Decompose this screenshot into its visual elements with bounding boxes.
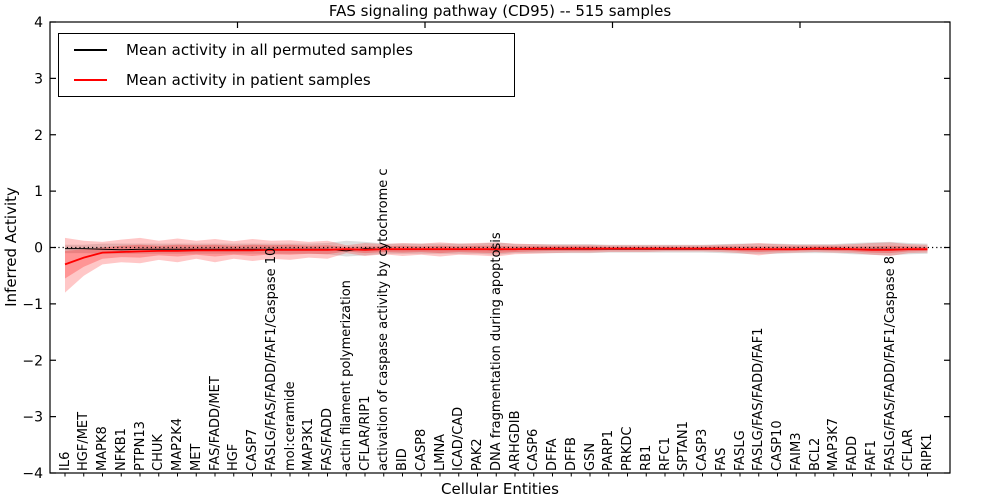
y-tick-label: −3 <box>22 410 43 426</box>
y-tick-label: −4 <box>22 466 43 482</box>
x-tick-label: MAP2K4 <box>170 417 185 471</box>
x-tick-label: RIPK1 <box>920 433 935 471</box>
legend-permuted-line-icon <box>74 49 107 51</box>
y-tick-label: −1 <box>22 297 43 313</box>
x-tick-label: FASLG/FAS/FADD/FAF1 <box>751 327 767 471</box>
legend: Mean activity in all permuted samples Me… <box>58 33 515 97</box>
patient-mean-line <box>64 247 928 266</box>
chart-title: FAS signaling pathway (CD95) -- 515 samp… <box>328 2 672 20</box>
x-tick-label: CASP6 <box>526 428 542 471</box>
x-tick-label: mol:ceramide <box>282 381 298 471</box>
x-tick-label: PTPN13 <box>132 421 148 471</box>
x-tick-label: RB1 <box>638 444 654 471</box>
x-tick-label: GSN <box>582 442 598 471</box>
x-tick-label: BID <box>395 448 410 471</box>
x-tick-label: FAF1 <box>863 440 879 471</box>
x-tick-label: MAP3K7 <box>826 417 842 471</box>
legend-item: Mean activity in patient samples <box>59 66 514 94</box>
x-tick-label: CFLAR/RIP1 <box>357 395 373 471</box>
x-tick-label: FAS/FADD/MET <box>207 376 223 471</box>
x-tick-label: MAPK8 <box>95 426 110 471</box>
legend-item-label: Mean activity in patient samples <box>126 71 371 89</box>
x-tick-label: HGF <box>226 443 242 471</box>
x-tick-label: FASLG/FAS/FADD/FAF1/Caspase 10 <box>263 247 279 471</box>
x-tick-label: SPTAN1 <box>676 421 692 471</box>
y-tick-label: 1 <box>34 184 43 200</box>
y-tick-label: −2 <box>22 353 43 369</box>
x-tick-label: FAIM3 <box>788 432 804 472</box>
x-tick-label: BCL2 <box>807 437 823 471</box>
x-tick-label: FADD <box>845 435 860 471</box>
x-tick-label: CASP3 <box>695 428 710 471</box>
x-tick-label: actin filament polymerization <box>338 280 354 471</box>
x-tick-label: ARHGDIB <box>507 410 523 471</box>
legend-item: Mean activity in all permuted samples <box>59 36 514 64</box>
x-tick-label: CASP7 <box>245 428 260 471</box>
patient-band-inner <box>65 244 928 279</box>
legend-item-label: Mean activity in all permuted samples <box>126 41 413 59</box>
y-tick-label: 0 <box>34 241 43 257</box>
x-tick-label: CASP8 <box>413 428 429 471</box>
x-tick-label: FAS <box>713 447 729 471</box>
x-tick-label: FASLG <box>732 430 748 471</box>
x-tick-label: MET <box>188 443 204 471</box>
x-tick-label: CASP10 <box>770 420 785 471</box>
x-tick-label: CFLAR <box>901 428 917 471</box>
x-tick-label: DFFB <box>563 437 579 471</box>
x-tick-label: NFKB1 <box>113 428 129 471</box>
x-tick-label: PARP1 <box>601 429 617 471</box>
x-tick-label: ICAD/CAD <box>451 406 467 471</box>
x-tick-label: PAK2 <box>470 438 485 471</box>
x-tick-label: PRKDC <box>620 426 635 471</box>
y-tick-label: 2 <box>34 128 43 144</box>
x-tick-label: FASLG/FAS/FADD/FAF1/Caspase 8 <box>882 255 898 471</box>
y-tick-label: 3 <box>34 71 43 87</box>
legend-patient-line-icon <box>74 79 107 81</box>
x-tick-label: CHUK <box>151 434 167 471</box>
x-tick-label: HGF/MET <box>76 411 92 471</box>
x-tick-label: FAS/FADD <box>320 407 335 471</box>
x-tick-label: MAP3K1 <box>301 417 317 471</box>
y-tick-label: 4 <box>34 15 43 31</box>
x-tick-label: RFC1 <box>657 437 673 471</box>
x-axis-label: Cellular Entities <box>441 480 559 498</box>
x-tick-label: DNA fragmentation during apoptosis <box>488 232 504 471</box>
patient-band-outer <box>65 237 928 293</box>
x-tick-label: DFFA <box>545 438 560 471</box>
x-tick-label: activation of caspase activity by cytoch… <box>376 168 392 471</box>
x-tick-label: LMNA <box>432 433 448 471</box>
x-tick-label: IL6 <box>57 451 73 471</box>
